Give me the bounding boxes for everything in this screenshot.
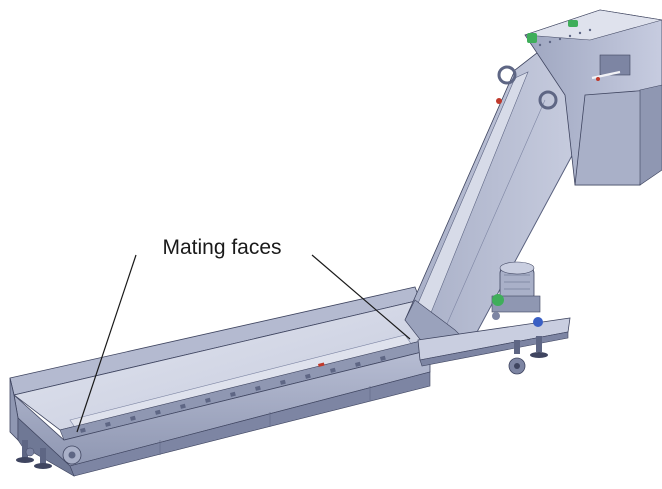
- motor-icon: [491, 261, 543, 327]
- incline-section: [404, 34, 586, 367]
- mating-faces-callout: Mating faces: [76, 236, 411, 433]
- green-cap-icon: [527, 33, 537, 43]
- callout-label: Mating faces: [162, 236, 281, 259]
- red-marker: [317, 362, 325, 367]
- inspection-window: [599, 54, 631, 76]
- leader-line-left: [76, 254, 137, 433]
- head-section: [496, 9, 662, 186]
- leveling-foot-icon: [16, 440, 52, 469]
- leader-line-right: [311, 254, 411, 340]
- caster-wheel-icon: [508, 336, 548, 375]
- hinge-belt-links: [80, 355, 386, 433]
- horizontal-trough: [9, 286, 431, 477]
- lifting-eye-icon: [497, 65, 558, 110]
